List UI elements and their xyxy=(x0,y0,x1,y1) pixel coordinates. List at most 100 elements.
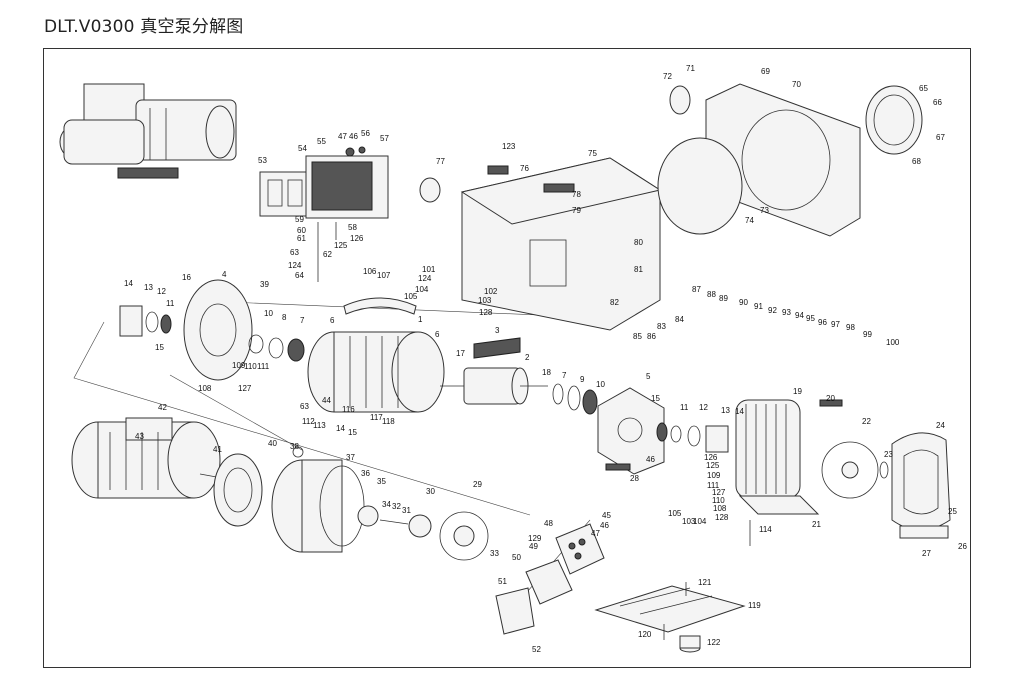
part-number-label: 22 xyxy=(862,417,871,426)
part-number-label: 50 xyxy=(512,553,521,562)
part-number-label: 11 xyxy=(680,403,689,412)
part-number-label: 37 xyxy=(346,453,355,462)
diagram-frame xyxy=(43,48,971,668)
part-number-label: 28 xyxy=(630,474,639,483)
part-number-label: 30 xyxy=(426,487,435,496)
part-number-label: 127 xyxy=(238,384,252,393)
part-number-label: 104 xyxy=(693,517,707,526)
part-number-label: 19 xyxy=(793,387,802,396)
part-number-label: 67 xyxy=(936,133,945,142)
part-number-label: 86 xyxy=(647,332,656,341)
part-number-label: 1 xyxy=(418,315,423,324)
part-number-label: 102 xyxy=(484,287,498,296)
part-number-label: 74 xyxy=(745,216,754,225)
part-number-label: 56 xyxy=(361,129,370,138)
pump-housing xyxy=(419,157,662,331)
part-number-label: 9 xyxy=(580,375,585,384)
part-number-label: 65 xyxy=(919,84,928,93)
oil-separator-box xyxy=(735,399,843,546)
part-number-label: 81 xyxy=(634,265,643,274)
part-number-label: 21 xyxy=(812,520,821,529)
part-number-label: 110 xyxy=(712,496,725,505)
part-number-label: 59 xyxy=(295,215,304,224)
coupling-housing xyxy=(271,446,489,561)
part-number-label: 88 xyxy=(707,290,716,299)
part-number-label: 17 xyxy=(456,349,465,358)
part-number-label: 31 xyxy=(402,506,411,515)
part-number-label: 46 xyxy=(600,521,609,530)
part-number-label: 15 xyxy=(348,428,357,437)
part-number-label: 83 xyxy=(657,322,666,331)
rotor xyxy=(440,337,598,415)
part-number-label: 109 xyxy=(232,361,246,370)
part-number-label: 87 xyxy=(692,285,701,294)
part-number-label: 13 xyxy=(144,283,153,292)
part-number-label: 72 xyxy=(663,72,672,81)
part-number-label: 119 xyxy=(748,601,761,610)
part-number-label: 34 xyxy=(382,500,391,509)
part-number-label: 89 xyxy=(719,294,728,303)
part-number-label: 94 xyxy=(795,311,804,320)
part-number-label: 46 xyxy=(349,132,358,141)
part-number-label: 39 xyxy=(260,280,269,289)
part-number-label: 90 xyxy=(739,298,748,307)
motor xyxy=(71,417,263,527)
part-number-label: 111 xyxy=(257,362,270,371)
part-number-label: 40 xyxy=(268,439,277,448)
page-title: DLT.V0300 真空泵分解图 xyxy=(44,17,244,37)
part-number-label: 73 xyxy=(760,206,769,215)
part-number-label: 49 xyxy=(529,542,538,551)
part-number-label: 7 xyxy=(562,371,567,380)
part-number-label: 10 xyxy=(264,309,273,318)
part-number-label: 6 xyxy=(330,316,335,325)
part-number-label: 36 xyxy=(361,469,370,478)
part-number-label: 117 xyxy=(370,413,383,422)
part-number-label: 11 xyxy=(166,299,175,308)
part-number-label: 3 xyxy=(495,326,500,335)
part-number-label: 41 xyxy=(213,445,222,454)
part-number-label: 47 xyxy=(591,529,600,538)
part-number-label: 120 xyxy=(638,630,652,639)
part-number-label: 48 xyxy=(544,519,553,528)
part-number-label: 85 xyxy=(633,332,642,341)
part-number-label: 105 xyxy=(404,292,418,301)
part-number-label: 27 xyxy=(922,549,931,558)
part-number-label: 2 xyxy=(525,353,530,362)
part-number-label: 20 xyxy=(826,394,835,403)
drawing-layer xyxy=(59,83,951,653)
part-number-label: 63 xyxy=(300,402,309,411)
part-number-label: 76 xyxy=(520,164,529,173)
part-number-label: 35 xyxy=(377,477,386,486)
part-number-label: 46 xyxy=(646,455,655,464)
part-number-label: 4 xyxy=(222,270,227,279)
part-number-label: 14 xyxy=(735,407,744,416)
part-number-label: 32 xyxy=(392,502,401,511)
part-number-label: 113 xyxy=(313,421,326,430)
part-number-label: 122 xyxy=(707,638,721,647)
part-number-label: 126 xyxy=(350,234,364,243)
assembled-pump-photo xyxy=(59,83,237,179)
part-number-label: 126 xyxy=(704,453,718,462)
rear-end-plate xyxy=(597,387,729,475)
part-number-label: 106 xyxy=(363,267,377,276)
part-number-label: 109 xyxy=(707,471,721,480)
part-number-label: 10 xyxy=(596,380,605,389)
part-number-label: 71 xyxy=(686,64,695,73)
part-number-label: 77 xyxy=(436,157,445,166)
part-number-label: 98 xyxy=(846,323,855,332)
part-number-label: 16 xyxy=(182,273,191,282)
part-number-label: 47 xyxy=(338,132,347,141)
part-number-label: 103 xyxy=(478,296,492,305)
part-number-label: 64 xyxy=(295,271,304,280)
part-number-label: 129 xyxy=(528,534,542,543)
base-plate xyxy=(594,582,746,653)
part-number-label: 95 xyxy=(806,314,815,323)
pump-cylinder xyxy=(307,297,445,413)
part-number-label: 125 xyxy=(706,461,720,470)
part-number-label: 78 xyxy=(572,190,581,199)
part-number-label: 24 xyxy=(936,421,945,430)
terminal-box xyxy=(495,523,605,635)
part-number-label: 99 xyxy=(863,330,872,339)
part-number-label: 124 xyxy=(418,274,432,283)
